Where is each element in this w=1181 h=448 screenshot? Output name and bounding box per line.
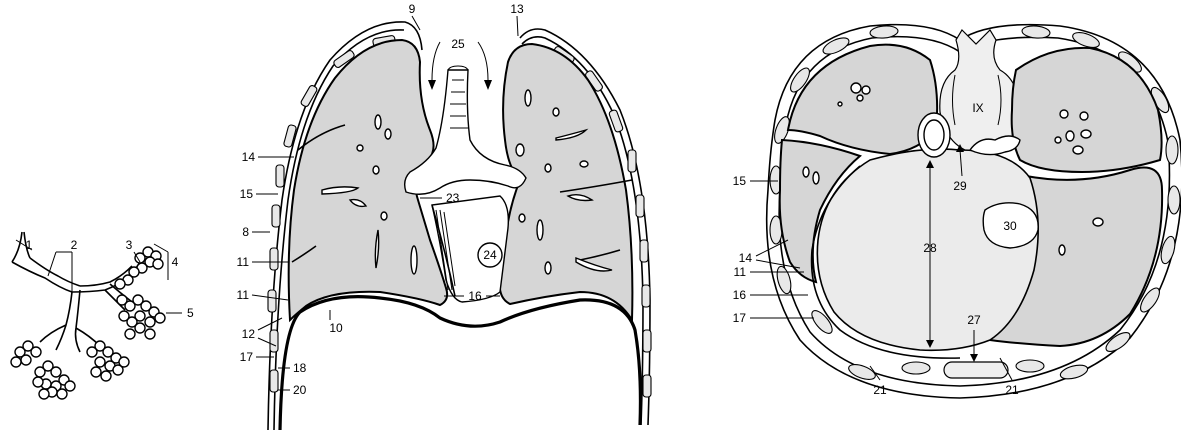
label-29: 29 — [953, 179, 967, 193]
label-20: 20 — [293, 383, 307, 397]
label-11-upper: 11 — [237, 255, 250, 269]
bronchial-tree-panel: 1 2 3 4 5 — [11, 232, 194, 399]
label-14: 14 — [242, 150, 256, 164]
label-1: 1 — [26, 238, 33, 252]
label-IX: IX — [972, 101, 983, 115]
label-2: 2 — [71, 238, 78, 252]
label-5: 5 — [187, 306, 194, 320]
bronchial-tree-drawing — [11, 232, 165, 399]
label-18: 18 — [293, 361, 307, 375]
label-25: 25 — [451, 37, 465, 51]
label-28: 28 — [923, 241, 937, 255]
label-9: 9 — [409, 2, 416, 16]
label-21-left: 21 — [873, 383, 887, 397]
label-13: 13 — [510, 2, 524, 16]
transverse-sternum — [944, 362, 1008, 378]
frontal-diaphragm — [280, 297, 640, 430]
label-21-right: 21 — [1005, 383, 1019, 397]
label-12: 12 — [242, 327, 256, 341]
label-17: 17 — [733, 311, 747, 325]
label-16: 16 — [733, 288, 747, 302]
label-14: 14 — [739, 251, 753, 265]
label-30: 30 — [1003, 219, 1017, 233]
label-15: 15 — [733, 174, 747, 188]
label-16: 16 — [468, 289, 482, 303]
label-11-lower: 11 — [237, 288, 250, 302]
label-15: 15 — [240, 187, 254, 201]
label-10: 10 — [329, 321, 343, 335]
label-24: 24 — [483, 248, 497, 262]
transverse-section-panel: 15 14 11 16 17 21 21 27 28 29 30 IX — [733, 25, 1181, 398]
label-27: 27 — [967, 313, 981, 327]
frontal-section-panel: 9 13 25 14 15 8 11 11 12 17 18 20 10 23 … — [237, 2, 651, 430]
label-11: 11 — [734, 265, 747, 279]
label-3: 3 — [126, 238, 133, 252]
label-23: 23 — [446, 191, 460, 205]
label-8: 8 — [242, 225, 249, 239]
label-17: 17 — [240, 350, 254, 364]
label-4: 4 — [172, 255, 179, 269]
